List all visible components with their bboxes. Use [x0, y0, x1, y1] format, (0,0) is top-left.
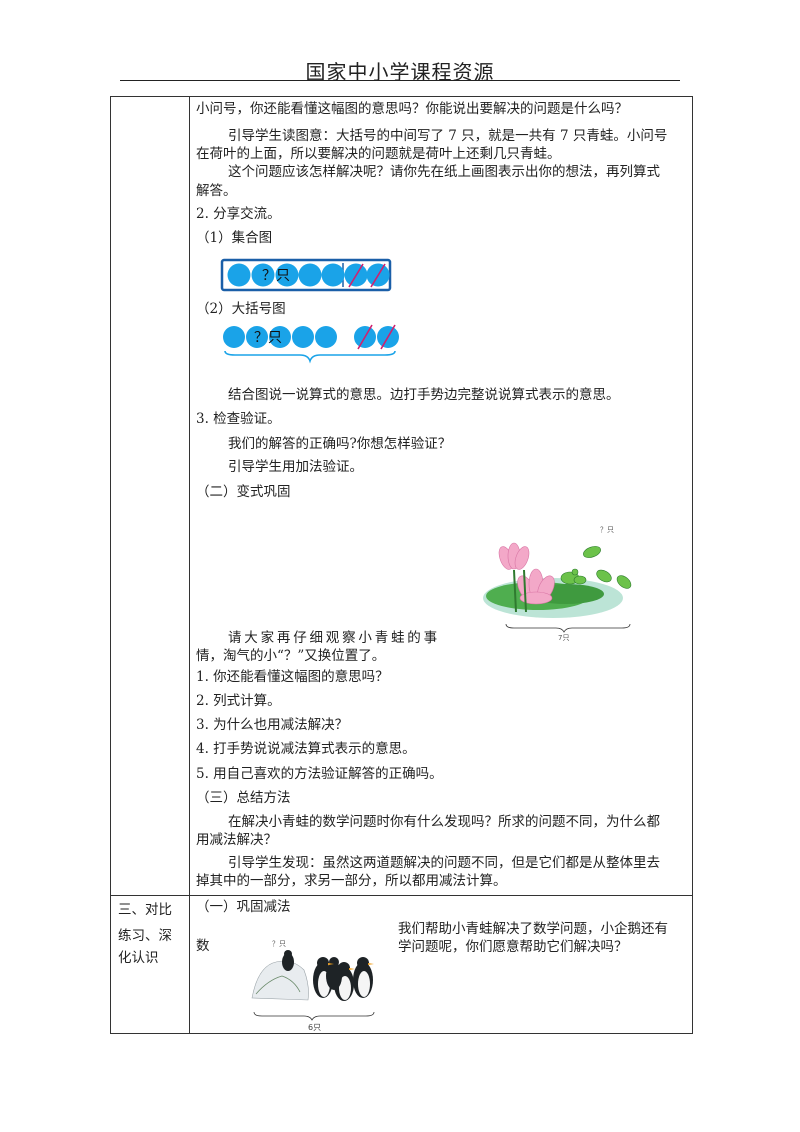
paragraph-7-line-1: 请大家再仔细观察小青蛙的事	[228, 630, 440, 646]
paragraph-3-line-1: 这个问题应该怎样解决呢？请你先在纸上画图表示出你的想法，再列算式	[228, 164, 660, 180]
paragraph-4: 结合图说一说算式的意思。边打手势边完整说说算式表示的意思。	[228, 387, 620, 403]
question-2: 2. 列式计算。	[196, 693, 281, 709]
subsection-1-tail: 数	[196, 938, 210, 954]
question-4: 4. 打手势说说减法算式表示的意思。	[196, 741, 416, 757]
step-2-heading: 2. 分享交流。	[196, 206, 281, 222]
set-diagram: ？只	[220, 258, 392, 292]
penguin-total-label: 6只	[308, 1023, 321, 1032]
paragraph-9-line-2: 掉其中的一部分，求另一部分，所以都用减法计算。	[196, 873, 507, 889]
penguin-question-label: ？只	[272, 940, 286, 948]
brace-diagram-question: ？只	[254, 330, 282, 346]
penguin-illustration: ？只 6只	[251, 940, 375, 1032]
brace-diagram: ？只	[223, 324, 399, 364]
set-diagram-heading: （1）集合图	[196, 230, 273, 246]
stage-label: 三、对比 练习、深 化认识	[118, 899, 184, 969]
section-3-heading: （三）总结方法	[196, 790, 291, 806]
paragraph-7-line-2: 情，淘气的小“？”又换位置了。	[196, 648, 386, 664]
header-divider	[120, 80, 680, 81]
stage-label-line-1: 三、对比	[118, 902, 172, 918]
paragraph-8-line-1: 在解决小青蛙的数学问题时你有什么发现吗？所求的问题不同，为什么都	[228, 814, 660, 830]
frog-total-label: 7只	[558, 634, 569, 642]
stage-label-line-2: 练习、深	[118, 928, 172, 944]
question-1: 1. 你还能看懂这幅图的意思吗？	[196, 669, 389, 685]
paragraph-2-line-2: 在荷叶的上面，所以要解决的问题就是荷叶上还剩几只青蛙。	[196, 146, 561, 162]
stage-label-line-3: 化认识	[118, 950, 159, 966]
step-3-heading: 3. 检查验证。	[196, 411, 281, 427]
paragraph-5: 我们的解答的正确吗?你想怎样验证？	[228, 436, 452, 452]
paragraph-6: 引导学生用加法验证。	[228, 459, 363, 475]
column-divider	[189, 97, 190, 1033]
paragraph-2-line-1: 引导学生读图意：大括号的中间写了 7 只，就是一共有 7 只青蛙。小问号	[228, 128, 668, 144]
lesson-table	[110, 96, 693, 1034]
paragraph-1: 小问号，你还能看懂这幅图的意思吗？你能说出要解决的问题是什么吗？	[196, 101, 628, 117]
paragraph-8-line-2: 用减法解决？	[196, 832, 277, 848]
frog-question-label: ？只	[600, 526, 614, 534]
penguin-prompt-line-1: 我们帮助小青蛙解决了数学问题，小企鹅还有	[398, 921, 668, 937]
frog-lily-illustration: ？只 7只	[483, 526, 632, 642]
question-5: 5. 用自己喜欢的方法验证解答的正确吗。	[196, 766, 443, 782]
set-diagram-question: ？只	[262, 268, 290, 284]
paragraph-3-line-2: 解答。	[196, 183, 237, 199]
subsection-1-heading: （一）巩固减法	[196, 899, 291, 915]
section-2-heading: （二）变式巩固	[196, 484, 291, 500]
brace	[224, 350, 396, 364]
row-divider	[111, 895, 692, 896]
question-3: 3. 为什么也用减法解决？	[196, 717, 349, 733]
brace-diagram-heading: （2）大括号图	[196, 301, 286, 317]
penguin-prompt-line-2: 学问题呢，你们愿意帮助它们解决吗？	[398, 939, 628, 955]
paragraph-9-line-1: 引导学生发现：虽然这两道题解决的问题不同，但是它们都是从整体里去	[228, 855, 660, 871]
